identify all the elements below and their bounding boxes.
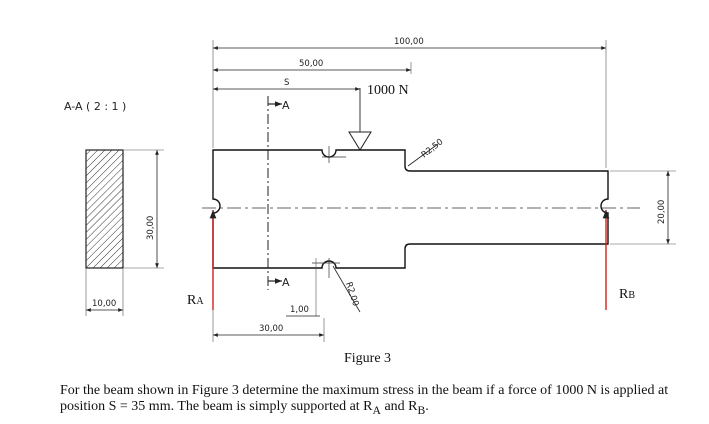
caption-sub-b: B xyxy=(417,403,426,417)
problem-caption: For the beam shown in Figure 3 determine… xyxy=(60,383,700,419)
bottom-length-dim: 30,00 xyxy=(259,324,283,334)
figure-label: Figure 3 xyxy=(344,351,391,366)
section-height-dim: 30,00 xyxy=(146,216,156,240)
half-length-dim: 50,00 xyxy=(299,59,323,69)
cut-label-bottom: A xyxy=(282,276,290,289)
notch-radius-leader xyxy=(332,265,361,313)
section-title: A-A ( 2 : 1 ) xyxy=(64,100,126,113)
load-position-dim: S xyxy=(284,78,289,88)
caption-text-3: . xyxy=(425,399,429,414)
caption-sub-a: A xyxy=(372,403,381,417)
load-arrow-icon xyxy=(348,131,372,151)
right-height-dim: 20,00 xyxy=(657,200,667,224)
fillet-leader xyxy=(407,143,439,167)
section-hatch xyxy=(85,149,124,269)
load-label: 1000 N xyxy=(367,83,409,98)
beam-outline xyxy=(212,149,609,269)
section-view: A-A ( 2 : 1 ) 30,00 10,00 xyxy=(64,100,164,316)
notch-radius-dim: R2,00 xyxy=(343,281,360,308)
cut-label-top: A xyxy=(282,99,290,112)
fillet-radius-dim: R2,50 xyxy=(420,137,446,160)
support-label-b: RB xyxy=(619,287,635,302)
caption-text-1: For the beam shown in Figure 3 determine… xyxy=(60,383,669,414)
caption-text-2: and R xyxy=(380,399,418,414)
support-label-a: RA xyxy=(187,293,204,308)
section-width-dim: 10,00 xyxy=(92,299,116,309)
overall-length-dim: 100,00 xyxy=(394,37,424,47)
notch-depth-dim: 1,00 xyxy=(290,305,309,315)
